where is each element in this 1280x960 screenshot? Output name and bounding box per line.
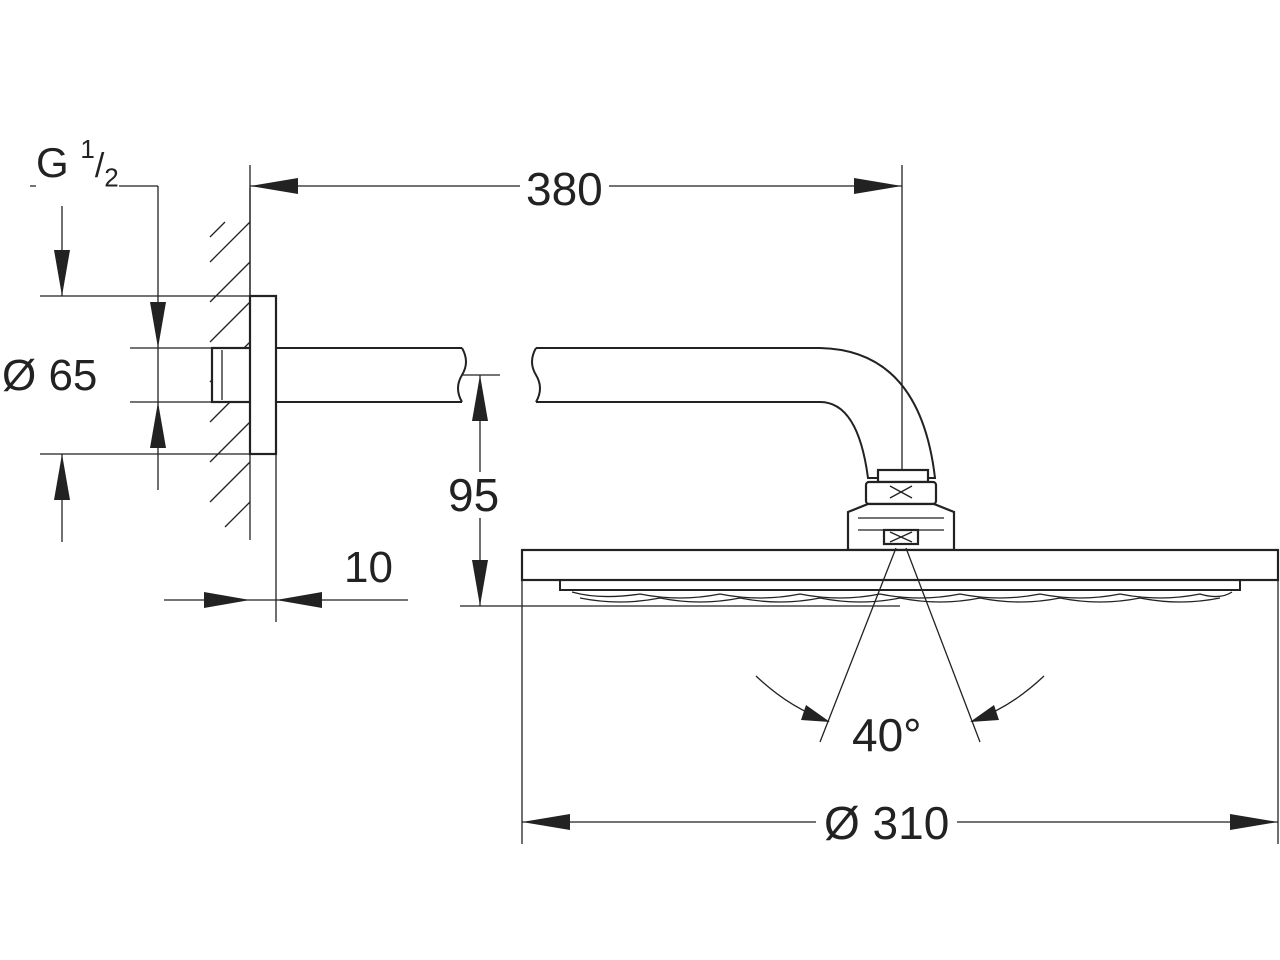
shower-arm bbox=[276, 347, 937, 479]
connector-nipple bbox=[210, 346, 254, 404]
thread-arrow-top bbox=[150, 302, 166, 348]
wall-gap-label: 10 bbox=[344, 543, 393, 592]
spray-angle-label: 40° bbox=[852, 709, 922, 761]
dim-flange bbox=[40, 206, 250, 542]
flange-diameter-label: Ø 65 bbox=[2, 351, 98, 400]
projection-label: 380 bbox=[520, 166, 609, 212]
head-diameter-label: Ø 310 bbox=[816, 800, 958, 846]
thread-arrow-bottom bbox=[150, 402, 166, 448]
thread-label: G 1/2 bbox=[36, 134, 119, 193]
dim-wall-gap bbox=[164, 454, 408, 622]
height-label: 95 bbox=[444, 472, 504, 518]
shower-head bbox=[520, 548, 1280, 603]
swivel-joint bbox=[846, 468, 956, 552]
spray-angle-lines bbox=[755, 547, 1045, 743]
wall-flange bbox=[248, 294, 278, 456]
